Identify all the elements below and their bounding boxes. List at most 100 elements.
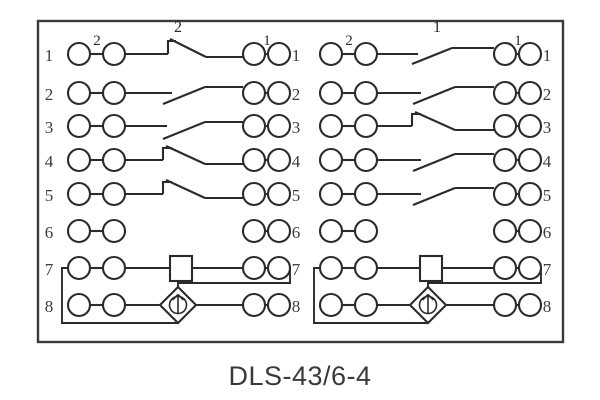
terminal-circle[interactable]	[517, 80, 543, 106]
terminal-circle[interactable]	[517, 113, 543, 139]
switch-blade	[411, 47, 453, 65]
right-panel: 2 1 1 1 2	[313, 19, 552, 325]
bus-wire-left-bottom	[61, 267, 178, 324]
terminal-circle[interactable]	[101, 80, 127, 106]
terminal-circle[interactable]	[492, 41, 518, 67]
terminal-circle[interactable]	[318, 218, 344, 244]
terminal-circle[interactable]	[66, 147, 92, 173]
terminal-circle[interactable]	[241, 292, 267, 318]
terminal-circle[interactable]	[517, 292, 543, 318]
terminal-circle[interactable]	[66, 113, 92, 139]
row-number-right: 5	[292, 186, 301, 205]
switch-blade	[162, 86, 206, 105]
terminal-circle[interactable]	[318, 292, 344, 318]
terminal-circle[interactable]	[241, 80, 267, 106]
terminal-circle[interactable]	[101, 147, 127, 173]
switch-group-label: 2	[174, 19, 182, 36]
terminal-circle[interactable]	[66, 181, 92, 207]
terminal-circle[interactable]	[517, 255, 543, 281]
terminal-circle[interactable]	[517, 41, 543, 67]
switch-blade	[165, 179, 206, 199]
terminal-circle[interactable]	[492, 292, 518, 318]
left-row-6: 6 6	[45, 218, 300, 244]
row-number-left: 1	[45, 46, 54, 65]
terminal-circle[interactable]	[66, 218, 92, 244]
right-row-7: 7	[318, 254, 552, 283]
terminal-circle[interactable]	[353, 147, 379, 173]
terminal-circle[interactable]	[353, 113, 379, 139]
row-number-left: 6	[45, 223, 54, 242]
row-number-right: 4	[543, 152, 552, 171]
diagram-outer-border	[36, 19, 565, 344]
right-row-2: 2	[318, 80, 552, 106]
row-number-right: 2	[543, 85, 552, 104]
left-row-1: 1 2 2 1 1	[45, 19, 300, 67]
terminal-circle[interactable]	[266, 41, 292, 67]
terminal-circle[interactable]	[241, 218, 267, 244]
terminal-circle[interactable]	[517, 181, 543, 207]
left-panel: 1 2 2 1 1 2	[45, 19, 301, 325]
terminal-circle[interactable]	[101, 41, 127, 67]
left-row-2: 2 2	[45, 80, 300, 106]
left-row-5: 5 5	[45, 179, 301, 207]
row-number-right: 1	[543, 46, 552, 65]
row-number-left: 5	[45, 186, 54, 205]
terminal-superscript-label: 2	[345, 33, 353, 49]
terminal-circle[interactable]	[492, 181, 518, 207]
terminal-circle[interactable]	[66, 292, 92, 318]
resistor-box	[168, 254, 194, 283]
terminal-circle[interactable]	[353, 292, 379, 318]
bus-wire-left-bottom	[313, 267, 428, 324]
terminal-circle[interactable]	[353, 181, 379, 207]
terminal-circle[interactable]	[266, 147, 292, 173]
terminal-circle[interactable]	[318, 113, 344, 139]
terminal-circle[interactable]	[266, 181, 292, 207]
terminal-circle[interactable]	[241, 113, 267, 139]
terminal-circle[interactable]	[266, 113, 292, 139]
terminal-circle[interactable]	[266, 292, 292, 318]
switch-blade	[412, 153, 456, 172]
terminal-circle[interactable]	[266, 80, 292, 106]
switch-blade	[169, 38, 207, 58]
terminal-circle[interactable]	[101, 113, 127, 139]
terminal-circle[interactable]	[353, 218, 379, 244]
right-row-3: 3	[318, 111, 551, 139]
terminal-circle[interactable]	[241, 255, 267, 281]
terminal-circle[interactable]	[318, 41, 344, 67]
terminal-circle[interactable]	[101, 181, 127, 207]
terminal-circle[interactable]	[318, 255, 344, 281]
terminal-superscript-label: 2	[93, 33, 101, 49]
terminal-circle[interactable]	[241, 41, 267, 67]
terminal-circle[interactable]	[266, 255, 292, 281]
terminal-circle[interactable]	[66, 80, 92, 106]
resistor-box	[418, 254, 444, 283]
left-row-4: 4 4	[45, 145, 301, 173]
switch-hook	[166, 39, 176, 54]
terminal-circle[interactable]	[353, 41, 379, 67]
terminal-circle[interactable]	[101, 218, 127, 244]
terminal-circle[interactable]	[318, 147, 344, 173]
terminal-circle[interactable]	[241, 147, 267, 173]
terminal-circle[interactable]	[266, 218, 292, 244]
terminal-circle[interactable]	[517, 147, 543, 173]
terminal-circle[interactable]	[353, 255, 379, 281]
terminal-circle[interactable]	[517, 218, 543, 244]
terminal-circle[interactable]	[353, 80, 379, 106]
terminal-circle[interactable]	[101, 255, 127, 281]
terminal-circle[interactable]	[318, 80, 344, 106]
terminal-circle[interactable]	[318, 181, 344, 207]
row-number-right: 3	[292, 118, 301, 137]
terminal-circle[interactable]	[101, 292, 127, 318]
terminal-circle[interactable]	[492, 80, 518, 106]
terminal-circle[interactable]	[241, 181, 267, 207]
terminal-circle[interactable]	[492, 113, 518, 139]
switch-blade	[412, 187, 456, 206]
terminal-circle[interactable]	[492, 147, 518, 173]
terminal-circle[interactable]	[66, 41, 92, 67]
left-row-7: 7 7	[45, 254, 301, 283]
terminal-circle[interactable]	[492, 218, 518, 244]
terminal-circle[interactable]	[492, 255, 518, 281]
terminal-circle[interactable]	[66, 255, 92, 281]
